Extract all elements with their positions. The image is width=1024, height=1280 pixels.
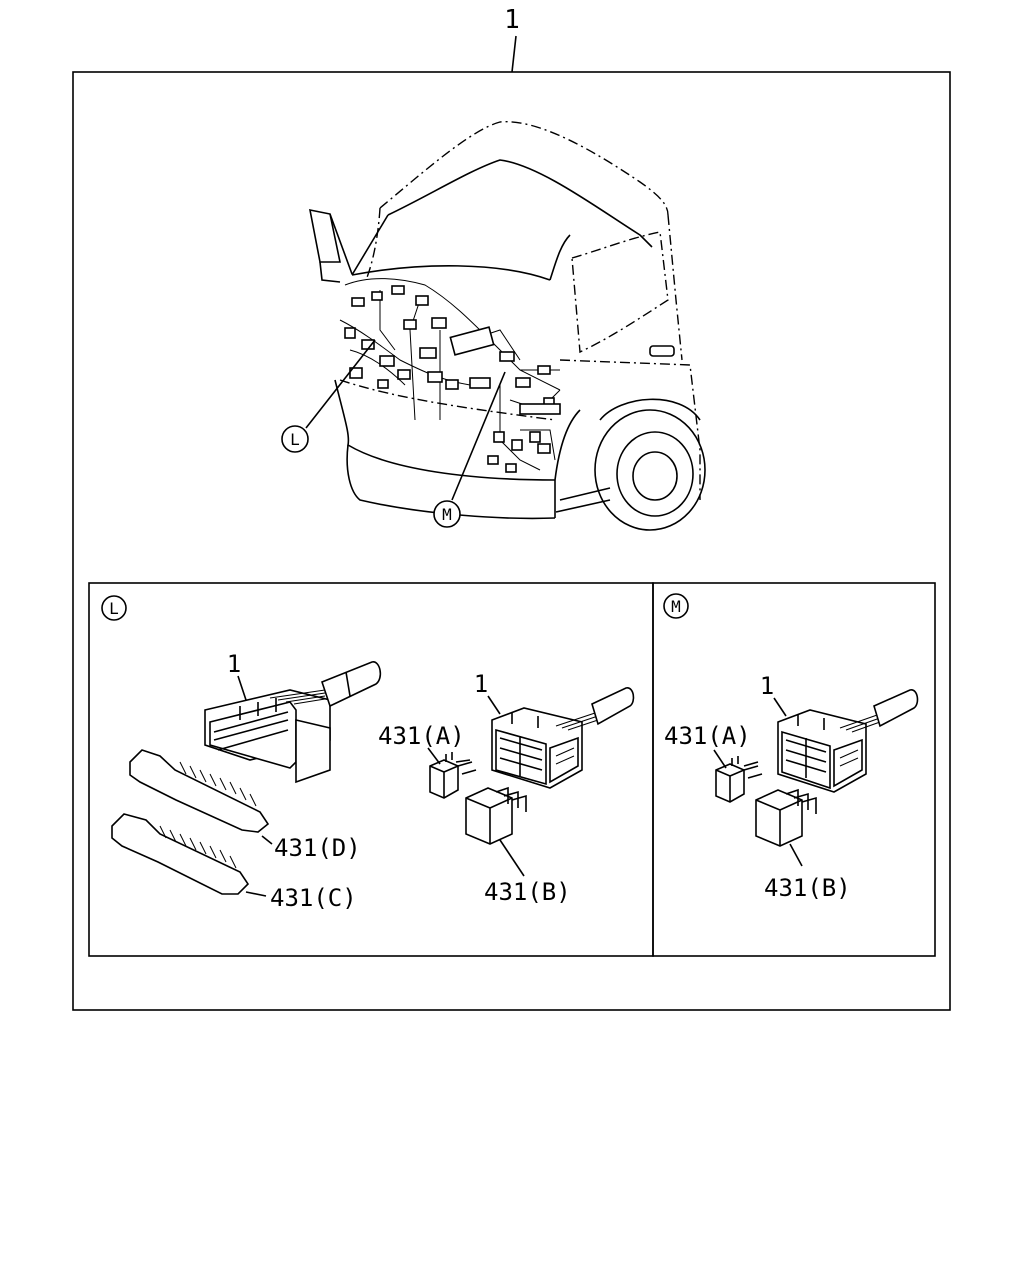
panel-M-connector-leader <box>773 697 787 717</box>
panel-M-part-A-label: 431(A) <box>664 722 751 750</box>
panel-M-part-A-drawing <box>715 756 763 803</box>
panel-L-part-A-label: 431(A) <box>378 722 465 750</box>
callout-L-on-truck: L <box>281 425 309 453</box>
callout-L-letter: L <box>290 430 300 449</box>
truck-cab-illustration <box>305 121 706 531</box>
panel-L-part-B-drawing <box>465 786 527 845</box>
panel-L-part-A-drawing <box>429 752 477 799</box>
panel-L-part-B-label: 431(B) <box>484 878 571 906</box>
panel-L-part-A-leader <box>427 747 441 765</box>
panel-L-marker: L <box>101 595 127 621</box>
callout-M-on-truck: M <box>433 500 461 528</box>
panel-L-connector-leader <box>237 675 247 701</box>
callout-M-letter: M <box>442 505 452 524</box>
panel-L-square-connector-label: 1 <box>474 670 488 698</box>
panel-L-part-C-drawing <box>111 813 250 895</box>
panel-M-part-A-leader <box>713 749 727 769</box>
panel-L-square-connector <box>491 687 635 789</box>
panel-M-part-B-drawing <box>755 788 817 847</box>
panel-L-part-D-drawing <box>129 749 270 833</box>
panel-L-part-D-leader <box>261 835 273 845</box>
panel-L-connector-label: 1 <box>227 650 241 678</box>
panel-L-part-C-label: 431(C) <box>270 884 357 912</box>
panel-L-square-connector-leader <box>487 695 501 715</box>
panel-L-large-connector <box>204 661 382 784</box>
panel-M-marker: M <box>663 593 689 619</box>
panel-L-part-D-label: 431(D) <box>274 834 361 862</box>
detail-panel-M <box>652 582 936 957</box>
callout-top-leader <box>511 35 517 73</box>
outer-frame <box>72 71 951 1011</box>
panel-M-part-B-label: 431(B) <box>764 874 851 902</box>
panel-M-square-connector <box>777 689 919 793</box>
panel-L-part-C-leader <box>245 891 267 897</box>
panel-M-marker-letter: M <box>671 597 681 616</box>
callout-top-number: 1 <box>504 5 520 35</box>
panel-L-marker-letter: L <box>109 599 119 618</box>
panel-M-connector-label: 1 <box>760 672 774 700</box>
panel-L-part-B-leader <box>499 839 525 877</box>
panel-M-part-B-leader <box>789 843 803 867</box>
